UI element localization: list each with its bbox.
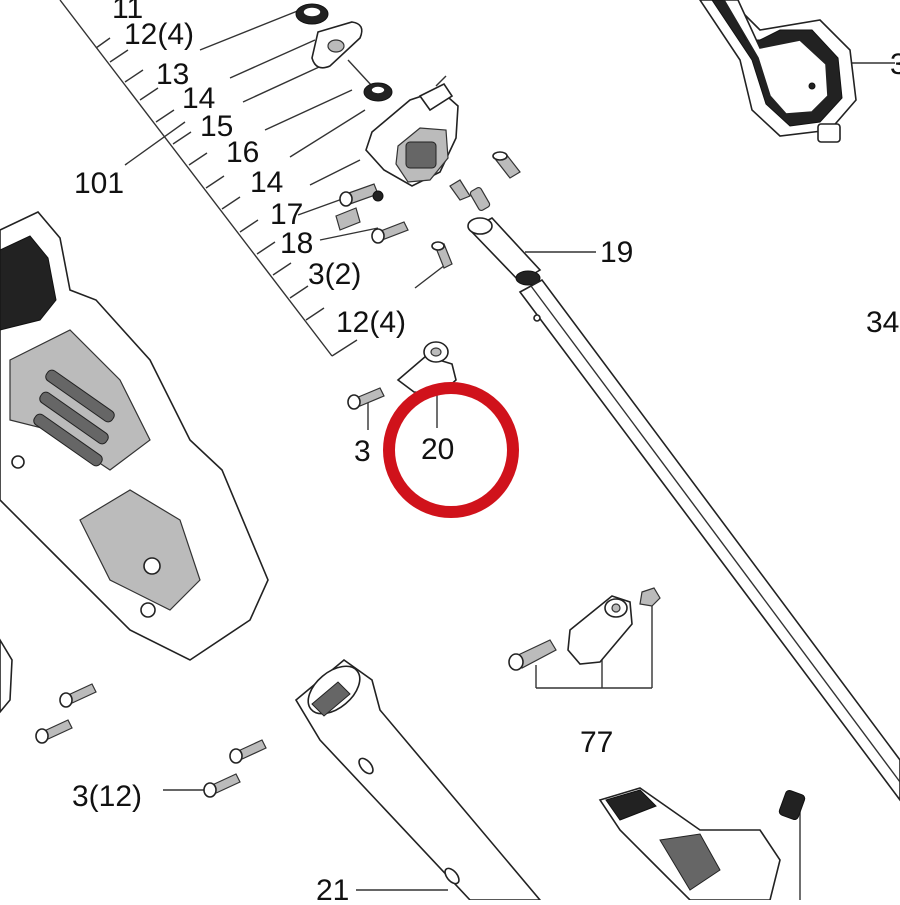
label-19: 19 — [600, 236, 633, 269]
motor-housing — [0, 211, 269, 714]
callout-bracket — [59, 0, 358, 357]
label-14-a: 14 — [182, 82, 215, 115]
label-15: 15 — [200, 110, 233, 143]
small-screws — [335, 151, 521, 269]
label-34-top: 34 — [890, 48, 900, 81]
label-34-right: 34 — [866, 306, 899, 339]
label-77: 77 — [580, 726, 613, 759]
trigger-switch-part — [598, 787, 806, 901]
label-3-12: 3(12) — [72, 780, 142, 813]
screw-3 — [347, 387, 385, 410]
label-13: 13 — [156, 58, 189, 91]
label-17: 17 — [270, 198, 303, 231]
label-12-4-top: 12(4) — [124, 18, 194, 51]
label-20: 20 — [421, 433, 454, 466]
label-18: 18 — [280, 227, 313, 260]
top-handle-34 — [699, 0, 857, 143]
label-12-4-bottom: 12(4) — [336, 306, 406, 339]
label-14-b: 14 — [250, 166, 283, 199]
label-3: 3 — [354, 435, 371, 468]
clamp-assembly-77 — [508, 587, 661, 671]
highlight-circle — [383, 382, 519, 518]
label-16: 16 — [226, 136, 259, 169]
top-assembly-parts — [295, 3, 393, 102]
gear-housing — [365, 75, 459, 187]
label-11: 11 — [112, 0, 143, 25]
label-21: 21 — [316, 874, 349, 900]
label-3-2: 3(2) — [308, 258, 361, 291]
lower-tube-21 — [294, 658, 542, 901]
part-labels: 11 12(4) 13 14 15 16 101 14 17 18 3(2) 1… — [72, 0, 900, 905]
label-101: 101 — [74, 167, 124, 200]
leader-lines — [124, 9, 895, 900]
screw-set-3-12 — [35, 683, 267, 798]
drive-shaft-tube — [467, 216, 900, 802]
